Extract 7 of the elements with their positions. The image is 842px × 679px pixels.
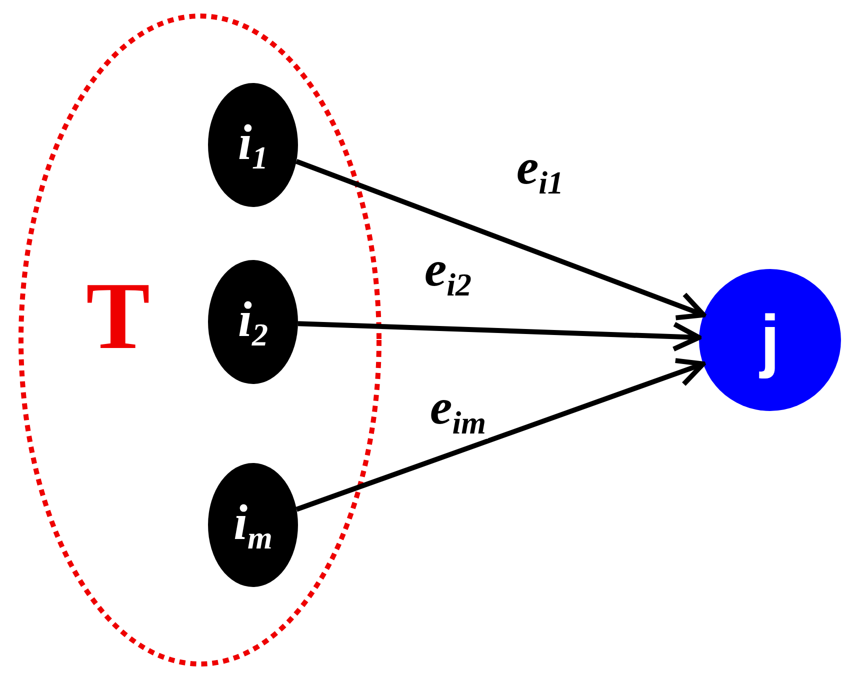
arrow — [296, 159, 706, 320]
node-label: i$_{2}$ — [238, 294, 268, 350]
group-label: T — [86, 268, 150, 364]
node-label: i$_{m}$ — [234, 496, 272, 554]
arrow — [298, 321, 702, 352]
node-label: i$_{1}$ — [238, 116, 268, 174]
arrow — [296, 358, 706, 512]
